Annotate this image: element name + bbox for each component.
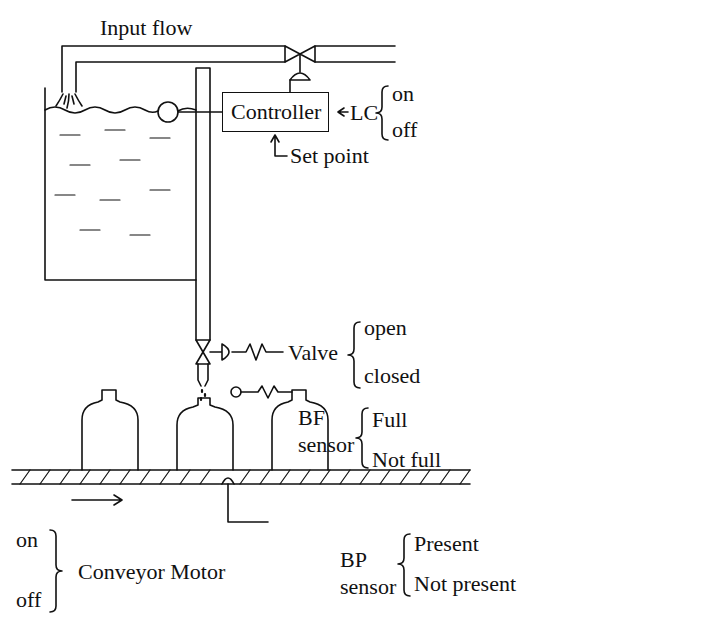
signal-arrow [271,135,287,156]
water-stream [56,94,82,108]
controller-box: Controller [222,92,329,132]
part-name: Conveyor Motor [78,558,225,585]
part-name: Valve [288,339,338,366]
brace [348,322,360,388]
nozzle [198,364,208,386]
leader-line [232,344,283,360]
state-label: Not present [414,570,516,597]
water-hatch [55,130,170,235]
brace [398,534,410,596]
tank-wall [45,88,196,280]
bf-sensor-head [231,387,241,397]
leader-line [241,386,292,398]
state-label: off [16,586,41,613]
state-label: Not full [372,446,441,473]
inlet-pipe [315,46,395,62]
belt-hatch [20,470,470,484]
valve-symbol [196,340,210,364]
bottle [82,390,138,470]
conveyor-belt [12,470,470,484]
state-label: on [16,526,38,553]
state-label: off [392,116,417,143]
water-surface [45,107,196,113]
flow-label: Input flow [100,14,192,41]
signal-name: LC [350,99,378,126]
part-name: BP sensor [340,546,418,600]
state-label: open [364,314,407,341]
signal-line [178,111,222,113]
valve-actuator [290,54,310,80]
outlet-pipe [196,68,210,340]
bp-sensor-head [222,478,234,484]
valve-actuator [210,344,229,360]
state-label: on [392,80,414,107]
signal-arrow [338,108,348,116]
state-label: Full [372,406,407,433]
state-label: closed [364,362,420,389]
signal-line [289,80,291,92]
sensor-wire [228,484,268,522]
signal-name: Set point [290,142,369,169]
box-label: Controller [231,99,320,125]
float-sensor [158,102,178,122]
brace [356,408,368,468]
motion-arrow [72,495,122,505]
part-name: BF sensor [298,404,376,458]
brace [50,530,62,612]
bottle [177,398,233,470]
state-label: Present [414,530,479,557]
inlet-pipe [62,46,285,92]
